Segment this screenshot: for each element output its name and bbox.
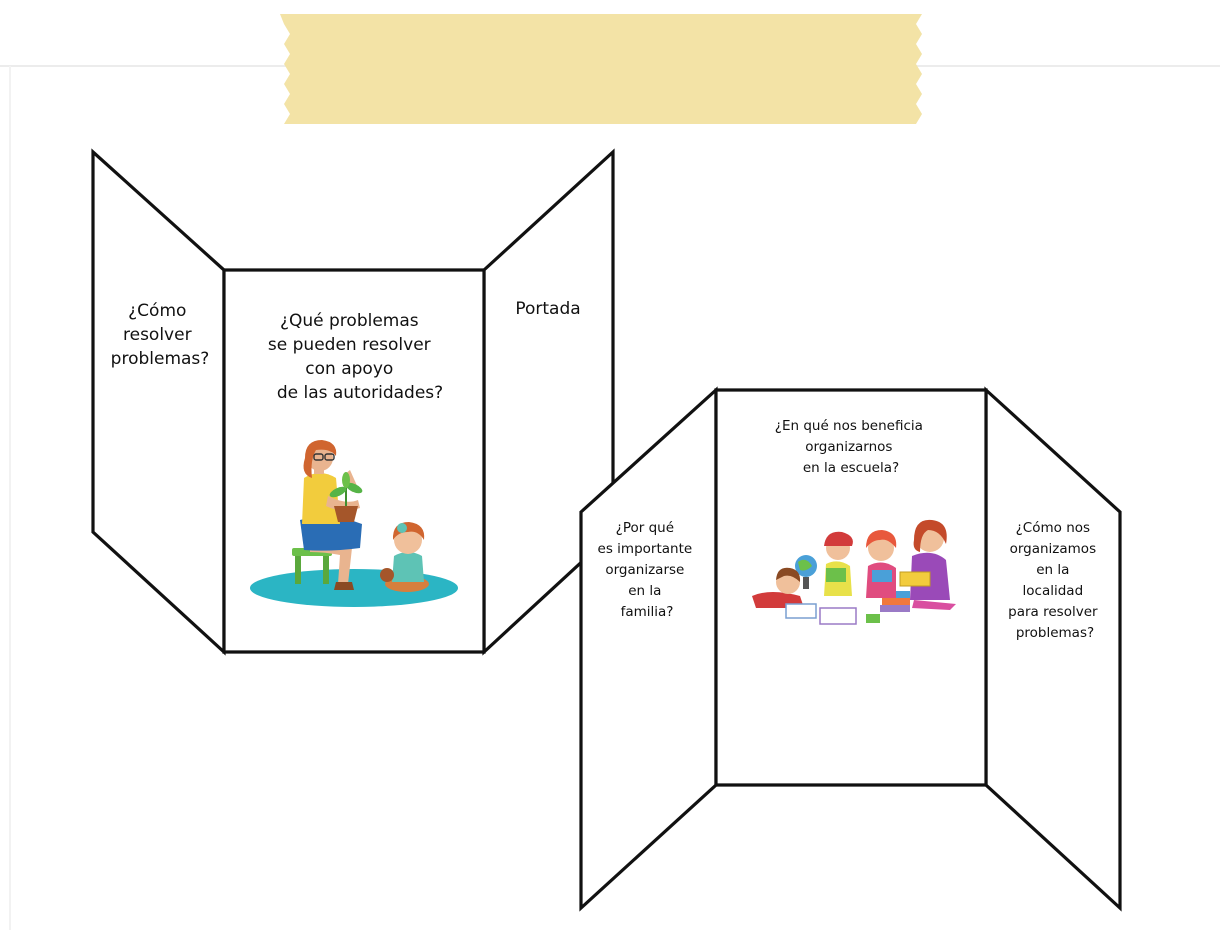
right-trifold-right-text: ¿Cómo nos organizamos en la localidad pa…	[1008, 520, 1102, 641]
right-trifold-left-text: ¿Por qué es importante organizarse en la…	[598, 520, 697, 620]
children-reading-books-icon	[752, 519, 956, 625]
masking-tape	[280, 14, 922, 124]
left-trifold-left-panel	[91, 148, 226, 656]
left-trifold-center-text: ¿Qué problemas se pueden resolver con ap…	[268, 311, 443, 403]
right-trifold: ¿Por qué es importante organizarse en la…	[579, 386, 1122, 912]
left-trifold-right-text: Portada	[515, 299, 580, 319]
teacher-with-plant-and-child-icon	[250, 440, 458, 607]
right-trifold-center-text: ¿En qué nos beneficia organizarnos en la…	[775, 418, 927, 476]
left-trifold-left-text: ¿Cómo resolver problemas?	[111, 301, 210, 369]
right-trifold-right-panel	[984, 386, 1122, 912]
left-trifold: ¿Cómo resolver problemas? ¿Qué problemas…	[91, 148, 615, 656]
